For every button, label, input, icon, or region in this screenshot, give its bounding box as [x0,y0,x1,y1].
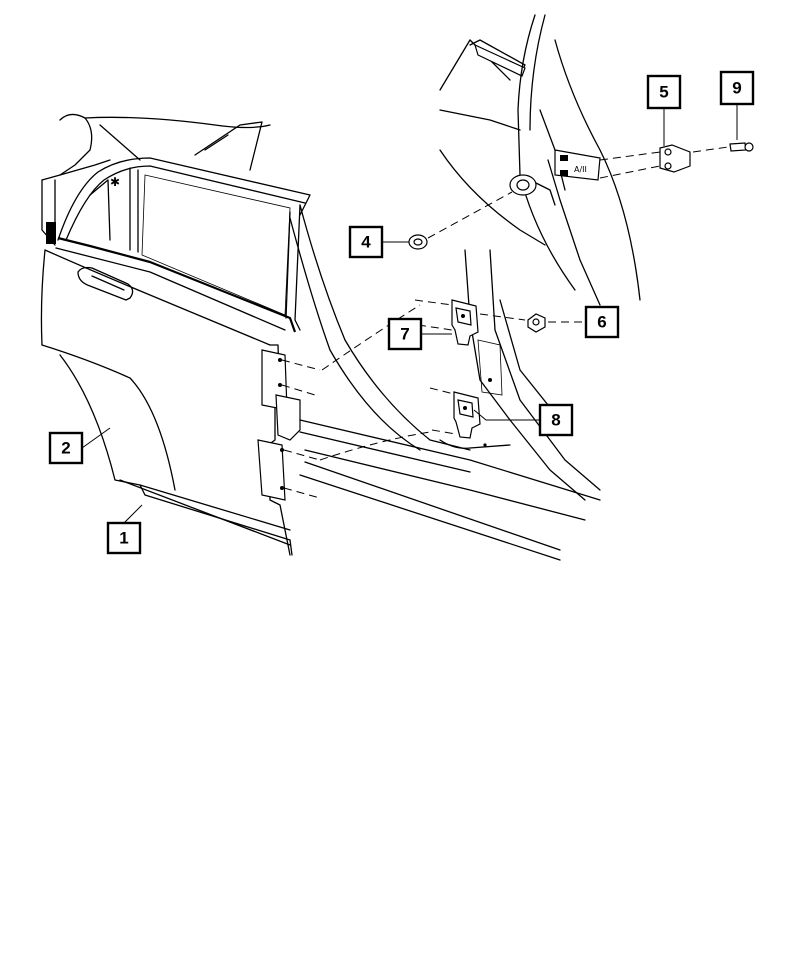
callout-2: 2 [48,431,84,465]
callout-7: 7 [387,317,423,351]
striker-area-illustration: A/II [439,14,641,306]
callout-8: 8 [538,403,574,437]
callout-9: 9 [719,70,755,106]
hinge-nut-part [479,313,582,333]
callout-6-label: 6 [597,313,606,332]
callout-leaders [81,104,738,524]
rear-door-illustration: ✱ [40,113,321,556]
callout-1: 1 [106,521,142,555]
plug-grommet-part [408,191,513,250]
bolt-part [692,142,754,153]
callout-5: 5 [646,74,682,110]
callout-1-label: 1 [119,529,128,548]
callout-7-label: 7 [400,325,409,344]
body-pillar-illustration [289,204,601,561]
callout-8-label: 8 [551,411,560,430]
callout-2-label: 2 [61,439,70,458]
lower-hinge-part [319,387,481,461]
callout-4: 4 [348,225,384,259]
upper-hinge-part [321,299,479,371]
striker-stamp-icon: A/II [574,165,587,174]
door-striker-part [599,144,691,179]
star-mark-icon: ✱ [110,175,120,189]
callout-5-label: 5 [659,83,668,102]
callout-4-label: 4 [361,233,371,252]
callout-6: 6 [584,305,620,339]
callout-9-label: 9 [732,79,741,98]
